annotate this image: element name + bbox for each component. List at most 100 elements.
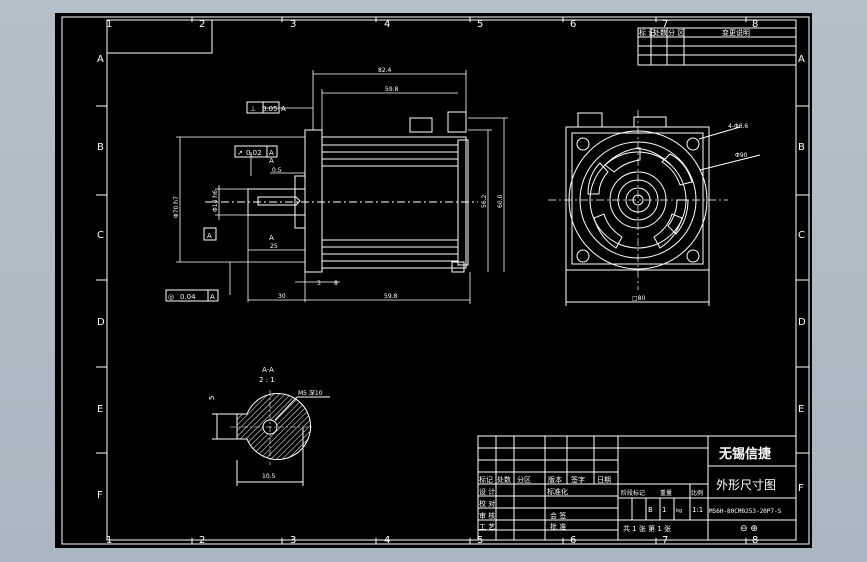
stage-value: B [648,506,653,514]
revision-table [637,27,797,66]
drawing-title: 外形尺寸图 [716,478,776,492]
process-label: 工 艺 [479,523,495,531]
row-label-mark: 标记 [479,475,493,484]
row-markers: A B C D E F A B C D E F [97,54,806,501]
dim-pilot-dia: Φ70 h7 [173,196,180,218]
row-marker: C [798,230,805,241]
row-marker: D [97,317,105,328]
gdt-frames [165,101,280,302]
col-marker: 2 [199,535,205,546]
side-dimension-text: 4-Φ6.6 Φ90 □80 [632,123,748,302]
weight-unit: kg [676,508,682,514]
col-marker: 5 [477,19,483,30]
dim-flange-thickness: 0.5 [272,167,282,174]
col-marker: 3 [290,19,296,30]
row-marker: C [97,230,104,241]
dim-flange-height-2: 60.0 [497,194,504,208]
width-label: 10.5 [262,473,276,480]
row-marker: B [97,142,104,153]
runout-datum: A [269,149,274,157]
dim-overall-length: 82.4 [378,67,392,74]
row-label-sign: 签字 [571,475,585,484]
row-marker: E [97,404,103,415]
front-dimension-text: 82.4 59.8 56.2 60.0 Φ70 h7 Φ14 h6 25 0.5… [173,67,504,300]
bolt-hole [686,249,700,263]
scale-value: 1:1 [692,506,703,514]
key-width: 5 [208,396,216,400]
rev-header-desc: 变更说明 [722,28,750,37]
stage-header: 阶段标记 [621,489,645,497]
dim-lip-1: 3 [317,280,321,287]
concentricity-tol: 0.04 [180,293,196,301]
bolt-hole [576,249,590,263]
connector-2 [447,111,467,133]
rev-header-count: 处数 [653,28,667,37]
projection-symbol: ⊖ ⊕ [740,524,758,534]
dim-bottom-len: 59.8 [384,293,398,300]
row-label-count: 处数 [497,475,511,484]
section-label: A [269,234,274,242]
dim-flange-height-1: 56.2 [481,194,488,208]
bolt-hole [686,137,700,151]
sheet-info: 共 1 张 第 1 张 [623,524,671,533]
row-label-zone: 分区 [517,475,531,484]
revision-table-headers: 标 记 处数 分 区 变更说明 [639,28,750,37]
rev-header-mark: 标 记 [639,28,655,37]
rev-header-zone: 分 区 [668,28,684,37]
stage-value: 1 [662,506,666,514]
row-marker: A [798,54,805,65]
part-number: MS6H-80CM0253-20P7-S [709,508,782,515]
dim-shaft-ext: 30 [278,293,286,300]
dim-shaft-dia: Φ14 h6 [212,190,219,212]
runout-tol: 0.02 [246,149,262,157]
column-ticks [96,17,809,544]
standardize-label: 标准化 [547,487,568,496]
col-marker: 4 [384,19,390,30]
title-block-text: 无锡信捷 外形尺寸图 MS6H-80CM0253-20P7-S 标记 处数 分区… [479,446,782,534]
countersign-label: 会 签 [550,511,566,520]
row-marker: E [798,404,804,415]
section-scale: 2 : 1 [259,376,275,384]
flatness-datum: A [281,105,286,113]
flatness-tol: 0.05 [262,105,278,113]
col-marker: 8 [752,19,758,30]
row-marker: F [97,490,103,501]
keyway [257,196,301,206]
col-marker: 7 [662,19,668,30]
row-marker: A [97,54,104,65]
pcd-label: Φ90 [735,152,748,159]
section-title: A-A [262,366,274,374]
datum-label: A [207,232,212,240]
section-view [212,390,330,486]
col-marker: 4 [384,535,390,546]
square-label: □80 [632,295,645,302]
row-marker: B [798,142,805,153]
approve-label: 批 准 [550,522,566,531]
scale-header: 比例 [691,489,703,497]
title-block [477,435,797,541]
col-marker: 2 [199,19,205,30]
section-label: A [269,157,274,165]
reviewer-label: 审 核 [479,511,495,520]
gdt-text: ⊥ 0.05 A ↗ 0.02 A ◎ 0.04 A A A A [168,105,286,301]
row-marker: D [798,317,806,328]
col-marker: 1 [106,535,112,546]
section-text: A-A 2 : 1 5 M5 深10 10.5 [208,366,323,480]
checker-label: 校 对 [479,499,495,508]
col-marker: 6 [570,19,576,30]
row-label-version: 版本 [548,475,562,484]
flatness-symbol: ⊥ [250,105,256,113]
keyway-label: M5 深10 [298,389,323,397]
dim-body-length: 59.8 [385,86,399,93]
company-name: 无锡信捷 [718,446,772,462]
code-block [106,19,213,54]
col-marker: 3 [290,535,296,546]
holes-label: 4-Φ6.6 [728,123,748,130]
designer-label: 设 计 [479,487,495,496]
front-view-dimensions [176,70,508,304]
drawing-sheet [55,13,812,548]
row-marker: F [798,483,804,494]
concentricity-datum: A [210,293,215,301]
connector-3 [451,261,465,273]
